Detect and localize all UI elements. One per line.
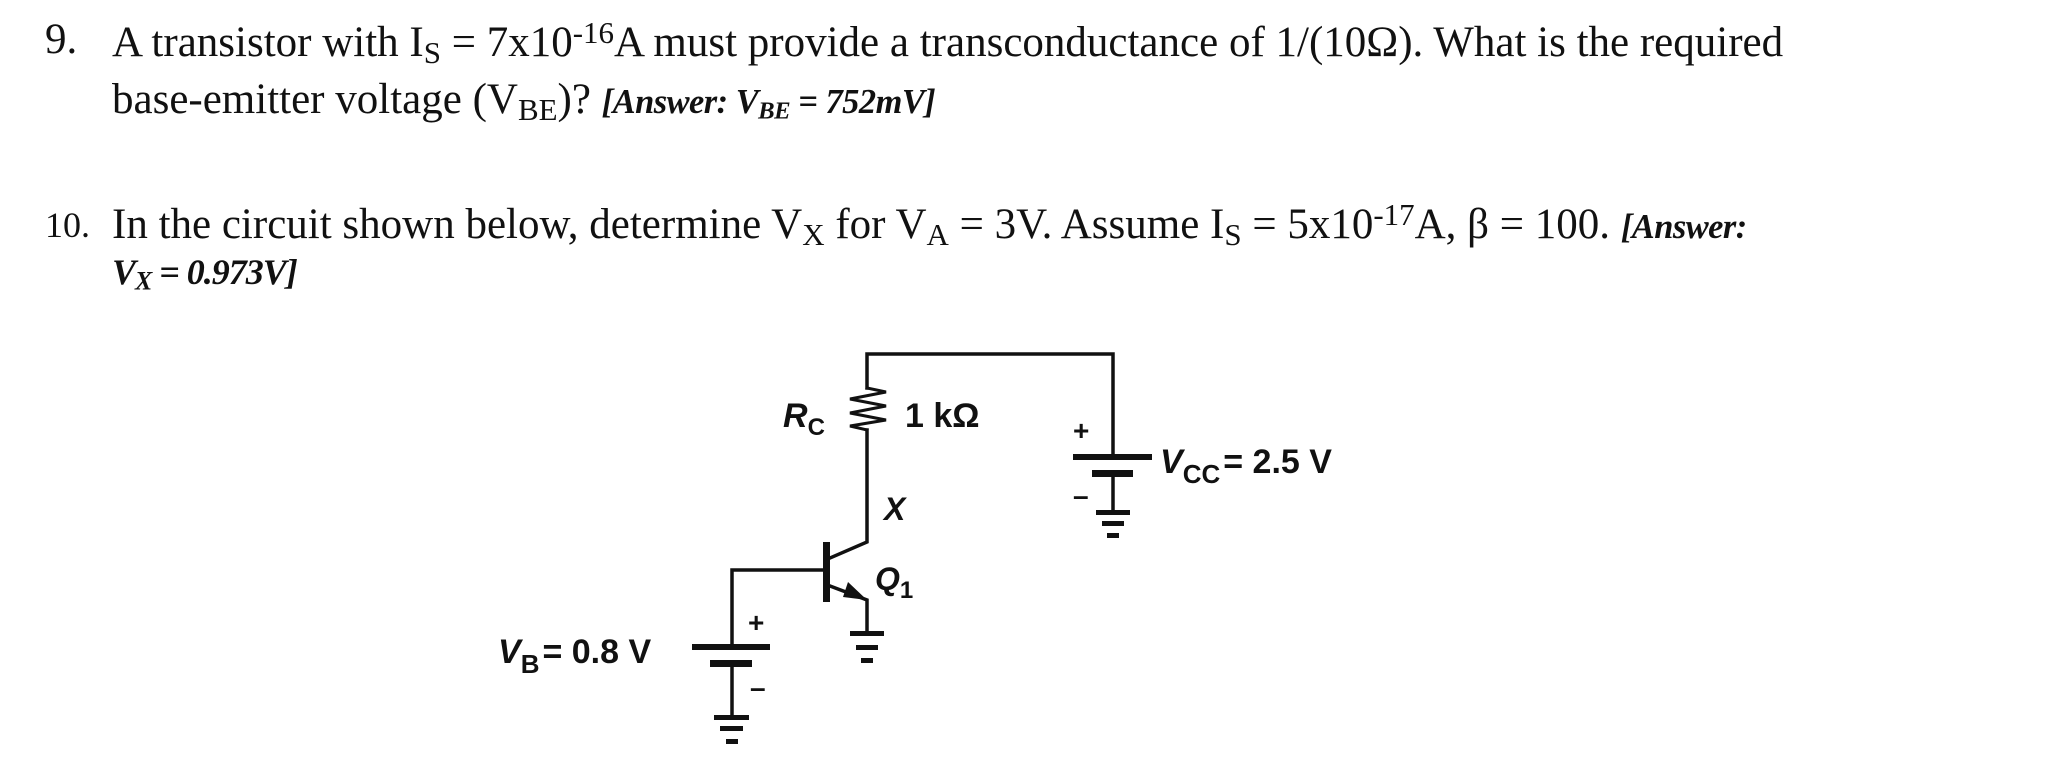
resistor-label: RC: [783, 397, 825, 441]
vb-minus-sign: –: [750, 672, 766, 703]
text: A must provide a transconductance of 1/(…: [613, 19, 1784, 66]
vcc-plus-sign: +: [1073, 415, 1089, 446]
answer: VX = 0.973V]: [112, 252, 298, 294]
base-wire: [730, 568, 828, 649]
text: base-emitter voltage (V: [112, 76, 518, 123]
vcc-battery-plate-positive: [1073, 454, 1152, 460]
answer-subscript: X: [135, 266, 152, 296]
transistor-label: Q1: [875, 561, 913, 604]
vcc-minus-sign: –: [1073, 480, 1089, 511]
collector-wire: [827, 428, 869, 561]
emitter-arrow-icon: [843, 582, 867, 600]
node-x-label: X: [882, 491, 907, 527]
superscript: -17: [1373, 197, 1415, 232]
problem-10-line-1: In the circuit shown below, determine VX…: [112, 197, 1747, 252]
vcc-battery-plate-negative: [1092, 470, 1133, 477]
problem-9-line-1: A transistor with IS = 7x10-16A must pro…: [112, 15, 1784, 70]
answer-subscript: BE: [758, 97, 791, 125]
text: In the circuit shown below, determine V: [112, 201, 803, 248]
text: for V: [824, 201, 927, 248]
answer-var: V: [112, 252, 136, 292]
resistor-icon: [849, 386, 887, 432]
resistor-value: 1 kΩ: [905, 397, 980, 435]
text: A transistor with I: [112, 19, 424, 66]
top-wire: [865, 352, 1115, 459]
subscript: BE: [517, 91, 558, 127]
vb-battery-plate-negative: [710, 660, 752, 667]
subscript: S: [423, 34, 441, 70]
vb-label: VB= 0.8 V: [498, 633, 651, 679]
subscript: A: [926, 216, 949, 252]
text: = 7x10: [440, 19, 573, 66]
problem-10-number: 10.: [45, 205, 90, 245]
ground-icon: [1096, 510, 1130, 538]
problem-9-line-2: base-emitter voltage (VBE)? [Answer: VBE…: [112, 76, 936, 127]
text: )?: [557, 76, 602, 123]
answer-value: = 0.973V]: [151, 252, 298, 292]
subscript: X: [802, 216, 825, 252]
text: = 3V. Assume I: [948, 201, 1225, 248]
subscript: S: [1224, 216, 1242, 252]
text: A, β = 100.: [1414, 201, 1621, 248]
problem-9-number: 9.: [45, 16, 78, 63]
superscript: -16: [572, 15, 614, 50]
transistor-base-bar: [823, 542, 830, 602]
answer-value: = 752mV]: [790, 83, 936, 121]
vb-battery-plate-positive: [692, 644, 770, 650]
vcc-label: VCC= 2.5 V: [1160, 443, 1332, 489]
text: = 5x10: [1241, 201, 1374, 248]
ground-icon: [714, 715, 749, 744]
problem-10-line-2: VX = 0.973V]: [112, 252, 298, 295]
vb-plus-sign: +: [748, 607, 764, 638]
ground-icon: [850, 631, 884, 663]
answer-prefix: [Answer:: [1620, 208, 1747, 246]
answer-prefix: [Answer: V: [601, 83, 759, 121]
answer: [Answer: VBE = 752mV]: [601, 83, 936, 125]
